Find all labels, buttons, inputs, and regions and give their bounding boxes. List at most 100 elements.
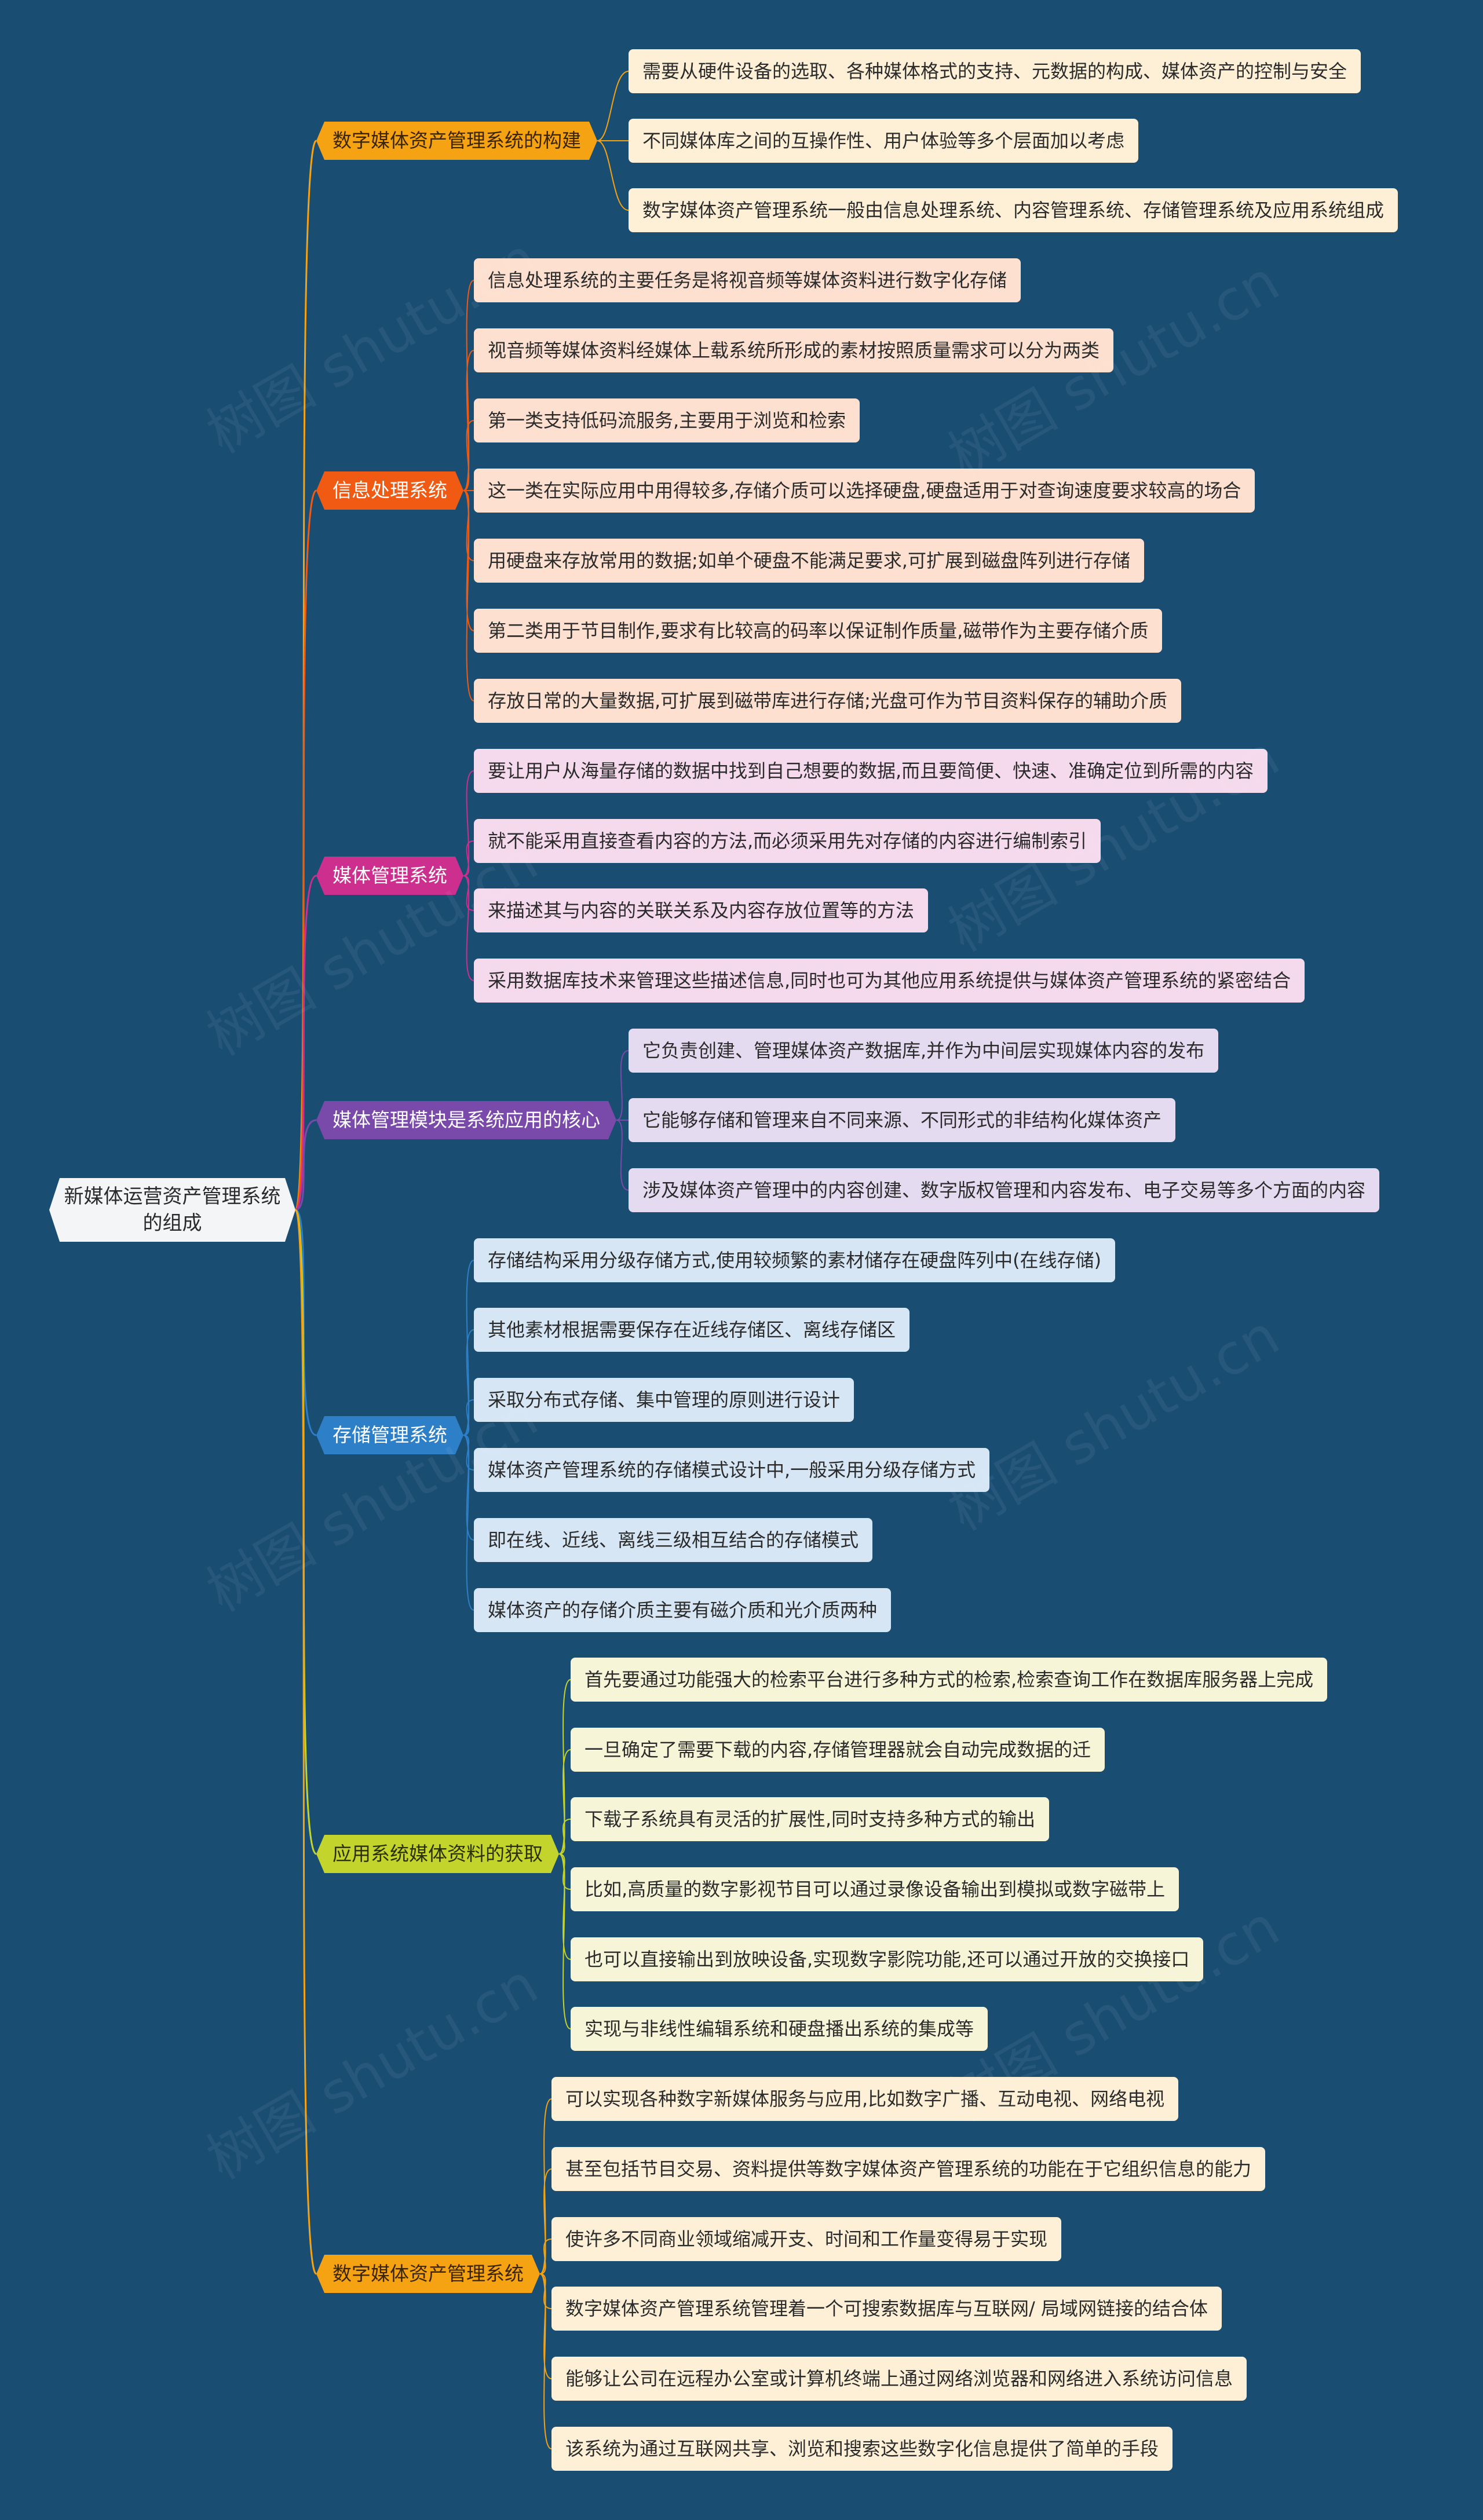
branch-leaf-link	[558, 1749, 571, 1855]
leaf-node[interactable]: 视音频等媒体资料经媒体上载系统所形成的素材按照质量需求可以分为两类	[474, 328, 1114, 372]
leaf-node[interactable]: 采用数据库技术来管理这些描述信息,同时也可为其他应用系统提供与媒体资产管理系统的…	[474, 959, 1305, 1003]
leaf-node[interactable]: 第一类支持低码流服务,主要用于浏览和检索	[474, 398, 860, 442]
branch-leaf-link	[558, 1853, 571, 2029]
branch-node[interactable]: 媒体管理系统	[316, 857, 463, 895]
leaf-node[interactable]: 采取分布式存储、集中管理的原则进行设计	[474, 1378, 854, 1422]
leaf-text: 首先要通过功能强大的检索平台进行多种方式的检索,检索查询工作在数据库服务器上完成	[585, 1669, 1314, 1691]
branch-node[interactable]: 信息处理系统	[316, 471, 463, 510]
leaf-text: 这一类在实际应用中用得较多,存储介质可以选择硬盘,硬盘适用于对查询速度要求较高的…	[488, 480, 1241, 502]
root-title-line1: 新媒体运营资产管理系统	[64, 1185, 281, 1208]
leaf-node[interactable]: 它能够存储和管理来自不同来源、不同形式的非结构化媒体资产	[629, 1098, 1176, 1142]
leaf-node[interactable]: 甚至包括节目交易、资料提供等数字媒体资产管理系统的功能在于它组织信息的能力	[551, 2147, 1266, 2191]
branch-leaf-link	[463, 840, 474, 876]
leaf-node[interactable]: 其他素材根据需要保存在近线存储区、离线存储区	[474, 1308, 910, 1352]
leaf-node[interactable]: 能够让公司在远程办公室或计算机终端上通过网络浏览器和网络进入系统访问信息	[551, 2357, 1247, 2401]
leaf-text: 采用数据库技术来管理这些描述信息,同时也可为其他应用系统提供与媒体资产管理系统的…	[488, 970, 1291, 992]
leaf-node[interactable]: 比如,高质量的数字影视节目可以通过录像设备输出到模拟或数字磁带上	[571, 1867, 1179, 1911]
leaf-text: 来描述其与内容的关联关系及内容存放位置等的方法	[488, 899, 915, 921]
leaf-text: 存储结构采用分级存储方式,使用较频繁的素材储存在硬盘阵列中(在线存储)	[488, 1249, 1102, 1271]
leaf-node[interactable]: 实现与非线性编辑系统和硬盘播出系统的集成等	[571, 2007, 988, 2051]
branch-leaf-link	[463, 1260, 474, 1436]
root-title-line2: 的组成	[143, 1212, 202, 1235]
leaf-node[interactable]: 需要从硬件设备的选取、各种媒体格式的支持、元数据的构成、媒体资产的控制与安全	[629, 49, 1361, 93]
leaf-node[interactable]: 不同媒体库之间的互操作性、用户体验等多个层面加以考虑	[629, 119, 1139, 163]
branch-leaf-link	[463, 1435, 474, 1471]
branch-node[interactable]: 数字媒体资产管理系统	[316, 2255, 540, 2293]
leaf-node[interactable]: 要让用户从海量存储的数据中找到自己想要的数据,而且要简便、快速、准确定位到所需的…	[474, 749, 1268, 793]
leaf-node[interactable]: 用硬盘来存放常用的数据;如单个硬盘不能满足要求,可扩展到磁盘阵列进行存储	[474, 539, 1144, 583]
leaf-node[interactable]: 一旦确定了需要下载的内容,存储管理器就会自动完成数据的迁	[571, 1728, 1105, 1772]
leaf-node[interactable]: 数字媒体资产管理系统管理着一个可搜索数据库与互联网/ 局域网链接的结合体	[551, 2287, 1222, 2331]
root-node[interactable]: 新媒体运营资产管理系统 的组成	[49, 1178, 295, 1242]
leaf-text: 其他素材根据需要保存在近线存储区、离线存储区	[488, 1319, 896, 1341]
branch-label: 应用系统媒体资料的获取	[333, 1842, 543, 1865]
leaf-text: 数字媒体资产管理系统一般由信息处理系统、内容管理系统、存储管理系统及应用系统组成	[642, 199, 1385, 221]
leaf-node[interactable]: 信息处理系统的主要任务是将视音频等媒体资料进行数字化存储	[474, 258, 1021, 302]
branch-leaf-link	[463, 1399, 474, 1436]
leaf-node[interactable]: 下载子系统具有灵活的扩展性,同时支持多种方式的输出	[571, 1797, 1050, 1841]
leaf-text: 比如,高质量的数字影视节目可以通过录像设备输出到模拟或数字磁带上	[585, 1878, 1166, 1900]
leaf-text: 媒体资产管理系统的存储模式设计中,一般采用分级存储方式	[488, 1459, 976, 1481]
leaf-node[interactable]: 首先要通过功能强大的检索平台进行多种方式的检索,检索查询工作在数据库服务器上完成	[571, 1658, 1328, 1702]
leaf-node[interactable]: 存储结构采用分级存储方式,使用较频繁的素材储存在硬盘阵列中(在线存储)	[474, 1238, 1116, 1282]
branch-node[interactable]: 存储管理系统	[316, 1416, 463, 1454]
branch-node[interactable]: 数字媒体资产管理系统的构建	[316, 122, 597, 160]
leaf-node[interactable]: 媒体资产的存储介质主要有磁介质和光介质两种	[474, 1588, 892, 1632]
leaf-node[interactable]: 即在线、近线、离线三级相互结合的存储模式	[474, 1518, 873, 1562]
branch-leaf-link	[539, 2168, 552, 2274]
root-branch-link	[294, 875, 317, 1211]
leaf-text: 不同媒体库之间的互操作性、用户体验等多个层面加以考虑	[642, 130, 1125, 152]
branch-leaf-link	[463, 875, 474, 911]
leaf-node[interactable]: 存放日常的大量数据,可扩展到磁带库进行存储;光盘可作为节目资料保存的辅助介质	[474, 679, 1181, 723]
branch-node[interactable]: 应用系统媒体资料的获取	[316, 1835, 559, 1873]
leaf-text: 涉及媒体资产管理中的内容创建、数字版权管理和内容发布、电子交易等多个方面的内容	[642, 1179, 1366, 1201]
leaf-node[interactable]: 就不能采用直接查看内容的方法,而必须采用先对存储的内容进行编制索引	[474, 819, 1101, 863]
branch-leaf-link	[463, 490, 474, 561]
leaf-node[interactable]: 该系统为通过互联网共享、浏览和搜索这些数字化信息提供了简单的手段	[551, 2427, 1173, 2471]
leaf-text: 该系统为通过互联网共享、浏览和搜索这些数字化信息提供了简单的手段	[565, 2438, 1159, 2460]
branch-leaf-link	[463, 875, 474, 981]
leaf-text: 第二类用于节目制作,要求有比较高的码率以保证制作质量,磁带作为主要存储介质	[488, 620, 1149, 642]
leaf-text: 即在线、近线、离线三级相互结合的存储模式	[488, 1529, 859, 1551]
leaf-text: 第一类支持低码流服务,主要用于浏览和检索	[488, 409, 846, 431]
leaf-node[interactable]: 数字媒体资产管理系统一般由信息处理系统、内容管理系统、存储管理系统及应用系统组成	[629, 188, 1398, 232]
root-branch-link	[294, 140, 317, 1211]
branch-leaf-link	[463, 1435, 474, 1611]
leaf-node[interactable]: 来描述其与内容的关联关系及内容存放位置等的方法	[474, 888, 929, 932]
branch-leaf-link	[558, 1853, 571, 1960]
leaf-node[interactable]: 可以实现各种数字新媒体服务与应用,比如数字广播、互动电视、网络电视	[551, 2077, 1179, 2121]
branch-leaf-link	[597, 71, 629, 141]
leaf-text: 实现与非线性编辑系统和硬盘播出系统的集成等	[585, 2018, 974, 2040]
leaf-text: 能够让公司在远程办公室或计算机终端上通过网络浏览器和网络进入系统访问信息	[565, 2368, 1233, 2390]
leaf-node[interactable]: 媒体资产管理系统的存储模式设计中,一般采用分级存储方式	[474, 1448, 990, 1492]
root-branch-link	[295, 1119, 317, 1211]
branch-label: 数字媒体资产管理系统的构建	[333, 129, 581, 152]
branch-label: 媒体管理系统	[333, 864, 447, 887]
leaf-text: 它负责创建、管理媒体资产数据库,并作为中间层实现媒体内容的发布	[642, 1040, 1205, 1062]
leaf-text: 视音频等媒体资料经媒体上载系统所形成的素材按照质量需求可以分为两类	[488, 339, 1100, 361]
leaf-node[interactable]: 它负责创建、管理媒体资产数据库,并作为中间层实现媒体内容的发布	[629, 1029, 1219, 1073]
leaf-node[interactable]: 涉及媒体资产管理中的内容创建、数字版权管理和内容发布、电子交易等多个方面的内容	[629, 1168, 1380, 1212]
branch-leaf-link	[463, 1329, 474, 1436]
leaf-node[interactable]: 这一类在实际应用中用得较多,存储介质可以选择硬盘,硬盘适用于对查询速度要求较高的…	[474, 469, 1255, 513]
leaf-node[interactable]: 使许多不同商业领域缩减开支、时间和工作量变得易于实现	[551, 2217, 1062, 2261]
leaf-text: 甚至包括节目交易、资料提供等数字媒体资产管理系统的功能在于它组织信息的能力	[565, 2158, 1252, 2180]
leaf-text: 采取分布式存储、集中管理的原则进行设计	[488, 1389, 841, 1411]
leaf-node[interactable]: 也可以直接输出到放映设备,实现数字影院功能,还可以通过开放的交换接口	[571, 1937, 1204, 1981]
branch-leaf-link	[539, 2273, 552, 2379]
leaf-text: 存放日常的大量数据,可扩展到磁带库进行存储;光盘可作为节目资料保存的辅助介质	[488, 690, 1167, 712]
branch-leaf-link	[463, 350, 474, 491]
branch-label: 数字媒体资产管理系统	[333, 2262, 524, 2285]
branch-leaf-link	[539, 2239, 552, 2274]
branch-leaf-link	[463, 770, 474, 876]
branch-leaf-link	[463, 1435, 474, 1541]
branch-leaf-link	[558, 1819, 571, 1855]
branch-label: 媒体管理模块是系统应用的核心	[333, 1109, 600, 1131]
root-branch-link	[294, 489, 317, 1211]
leaf-text: 用硬盘来存放常用的数据;如单个硬盘不能满足要求,可扩展到磁盘阵列进行存储	[488, 550, 1130, 572]
branch-node[interactable]: 媒体管理模块是系统应用的核心	[316, 1101, 616, 1139]
leaf-text: 使许多不同商业领域缩减开支、时间和工作量变得易于实现	[565, 2228, 1048, 2250]
branch-leaf-link	[616, 1050, 629, 1121]
leaf-node[interactable]: 第二类用于节目制作,要求有比较高的码率以保证制作质量,磁带作为主要存储介质	[474, 609, 1163, 653]
